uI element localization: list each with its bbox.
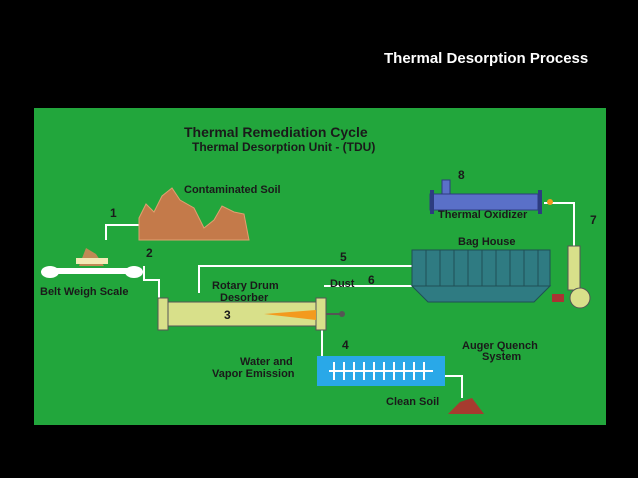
label-auger-quench: Auger Quench [462,340,538,352]
label-contaminated-soil: Contaminated Soil [184,184,281,196]
step-number-5: 5 [340,250,347,264]
process-diagram [41,179,591,414]
step-number-3: 3 [224,308,231,322]
label-bag-house: Bag House [458,236,516,248]
label-rotary-drum: Rotary Drum [212,280,279,292]
thermal-oxidizer [429,179,553,214]
label-system: System [482,351,522,363]
slide-title: Thermal Desorption Process [384,50,589,67]
step-number-2: 2 [146,246,153,260]
label-thermal-oxidizer: Thermal Oxidizer [438,209,528,221]
label-desorber: Desorber [220,292,269,304]
bag-house [410,249,552,303]
label-water-and: Water and [240,356,293,368]
diagram-title: Thermal Remediation Cycle [184,124,368,140]
step-number-8: 8 [458,168,465,182]
step-number-1: 1 [110,206,117,220]
step-number-6: 6 [368,273,375,287]
step-number-7: 7 [590,213,597,227]
line-2 [143,266,160,306]
line-5 [198,265,412,293]
label-belt-weigh-scale: Belt Weigh Scale [40,286,129,298]
diagram-panel: Thermal Remediation Cycle Thermal Desorp… [34,108,606,425]
exhaust-fan-stack [552,245,591,309]
label-dust: Dust [330,278,355,290]
contaminated-soil-pile [138,187,250,241]
line-7 [544,202,575,248]
rotary-drum-desorber [157,297,345,331]
belt-weigh-scale [41,248,143,278]
label-vapor-emission: Vapor Emission [212,368,295,380]
step-number-4: 4 [342,338,349,352]
label-clean-soil: Clean Soil [386,396,440,408]
diagram-subtitle: Thermal Desorption Unit - (TDU) [192,140,376,154]
line-clean [444,375,463,398]
auger-quench-system [317,356,445,386]
clean-soil-pile [448,398,484,414]
